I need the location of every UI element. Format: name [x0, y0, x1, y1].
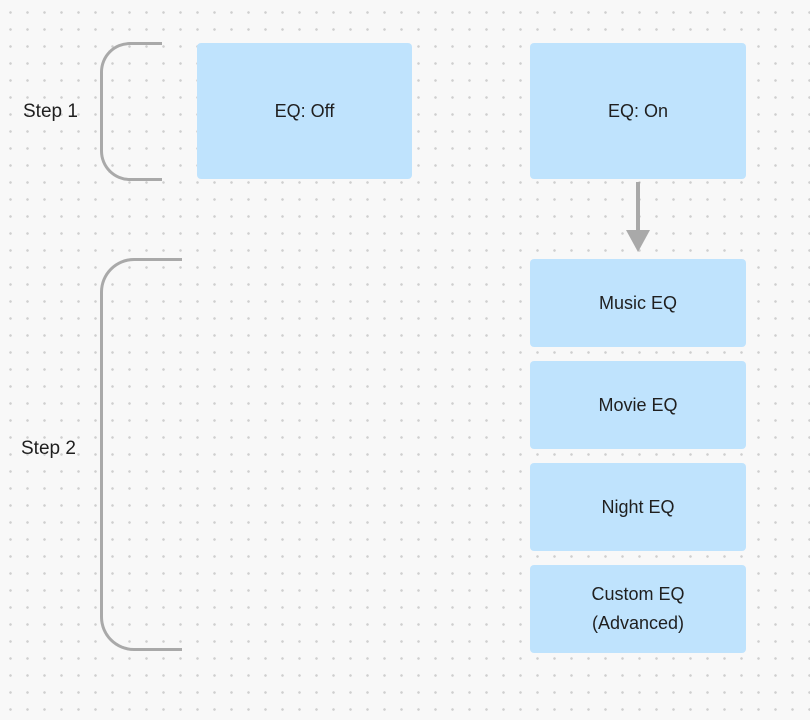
custom-eq-box[interactable]: Custom EQ (Advanced): [530, 565, 746, 653]
step-2-label: Step 2: [21, 438, 76, 459]
step-2-bracket: [100, 258, 182, 651]
eq-on-box[interactable]: EQ: On: [530, 43, 746, 179]
step-1-label: Step 1: [23, 101, 78, 122]
eq-on-label: EQ: On: [607, 100, 669, 121]
movie-eq-box[interactable]: Movie EQ: [530, 361, 746, 449]
eq-off-box[interactable]: EQ: Off: [197, 43, 412, 179]
step-1-bracket: [100, 42, 162, 181]
night-eq-box[interactable]: Night EQ: [530, 463, 746, 551]
arrow-head: [626, 230, 650, 252]
night-eq-label: Night EQ: [601, 496, 675, 517]
music-eq-label: Music EQ: [598, 292, 677, 313]
movie-eq-label: Movie EQ: [598, 394, 678, 415]
down-arrow-icon: [626, 182, 650, 252]
eq-off-label: EQ: Off: [274, 100, 335, 121]
custom-eq-label: Custom EQ (Advanced): [591, 584, 685, 633]
music-eq-box[interactable]: Music EQ: [530, 259, 746, 347]
